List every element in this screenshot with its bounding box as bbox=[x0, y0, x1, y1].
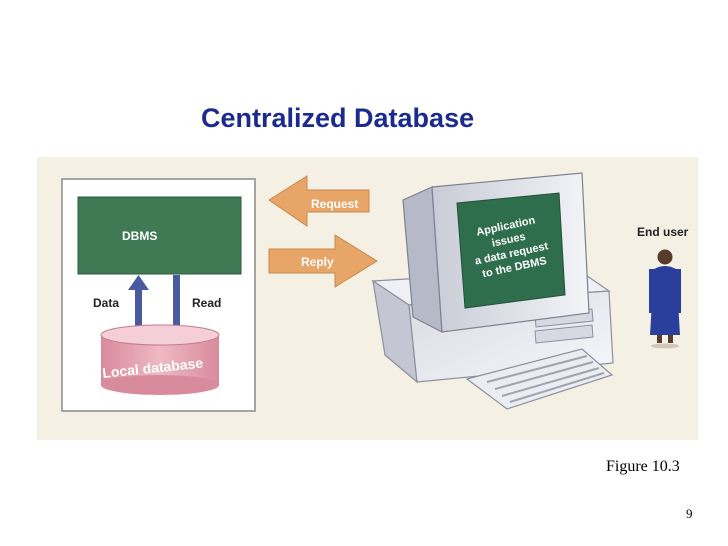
slide-title: Centralized Database bbox=[201, 103, 475, 133]
data-arrow bbox=[128, 275, 149, 349]
page-number: 9 bbox=[686, 506, 693, 521]
dbms-label: DBMS bbox=[122, 229, 157, 243]
monitor bbox=[402, 172, 590, 334]
read-label: Read bbox=[192, 296, 221, 310]
screen-text: Application issues a data request to the… bbox=[474, 214, 550, 280]
centralized-database-diagram: DBMS Data Read Local database Request Re… bbox=[37, 157, 698, 440]
figure-caption: Figure 10.3 bbox=[606, 458, 680, 475]
end-user-label: End user bbox=[637, 225, 689, 239]
data-label: Data bbox=[93, 296, 119, 310]
local-database-cylinder bbox=[100, 324, 220, 395]
request-arrow bbox=[268, 175, 370, 227]
request-label: Request bbox=[311, 197, 358, 211]
keyboard bbox=[465, 348, 614, 410]
monitor-screen bbox=[456, 192, 566, 309]
reply-arrow bbox=[268, 234, 378, 288]
end-user-figure bbox=[649, 249, 681, 349]
reply-label: Reply bbox=[301, 255, 334, 269]
dbms-box bbox=[77, 196, 242, 275]
